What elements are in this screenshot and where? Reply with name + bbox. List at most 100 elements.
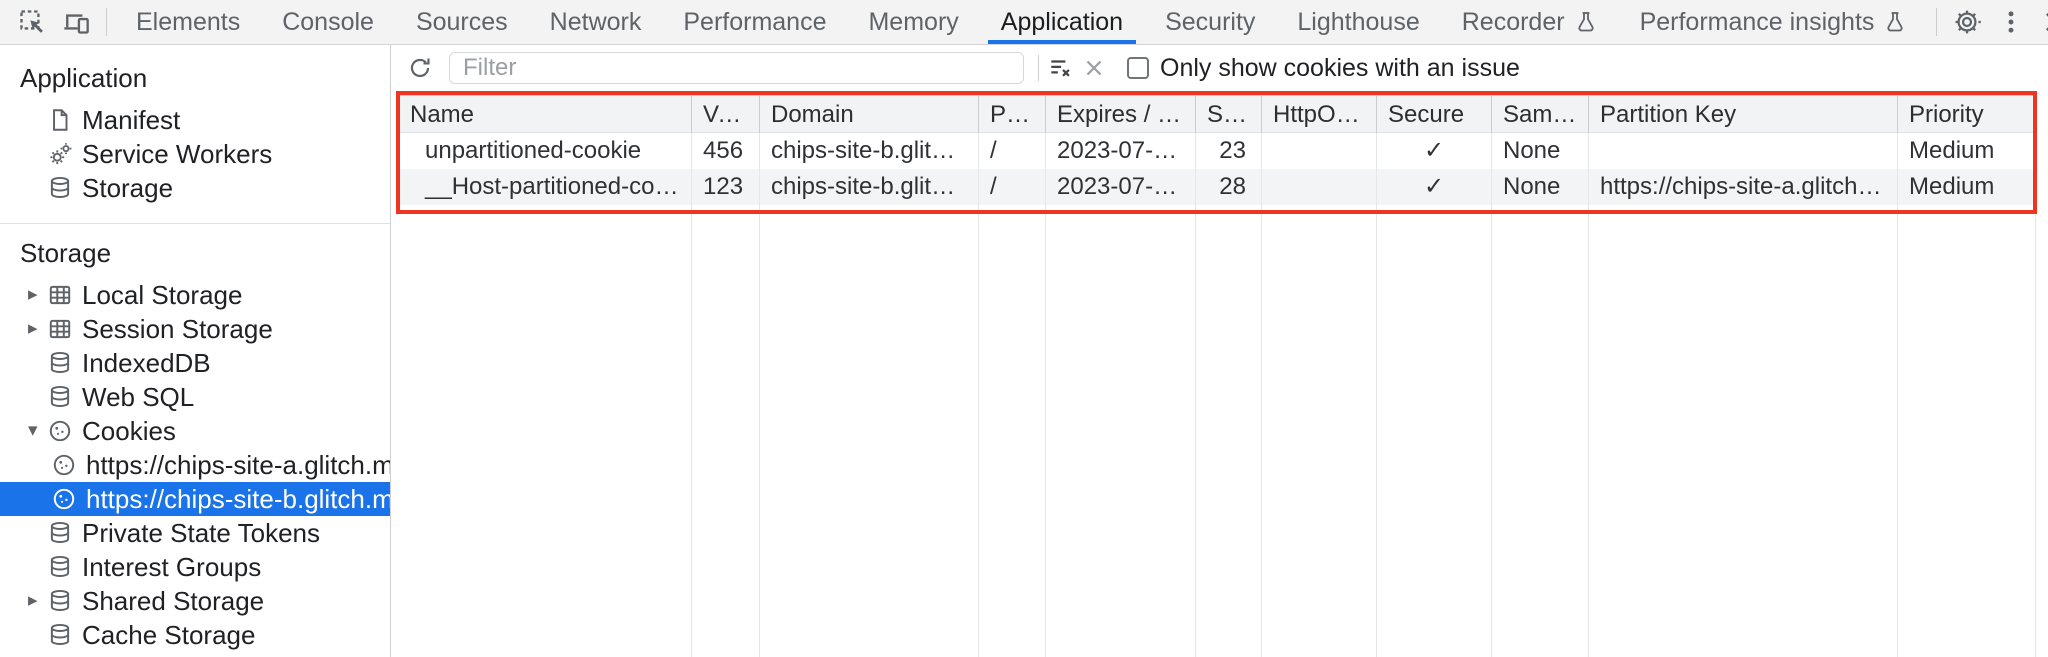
cell-value: 456 bbox=[692, 133, 760, 169]
tab-lighthouse[interactable]: Lighthouse bbox=[1297, 7, 1420, 36]
sidebar-item-label: Session Storage bbox=[82, 313, 273, 344]
sidebar-item-session-storage[interactable]: ▸ Session Storage bbox=[0, 312, 390, 346]
cell-size: 23 bbox=[1196, 133, 1262, 169]
tab-console[interactable]: Console bbox=[282, 7, 374, 36]
sidebar-item-indexeddb[interactable]: IndexedDB bbox=[0, 346, 390, 380]
tabbar-right-controls bbox=[1928, 0, 2048, 44]
cell-samesite: None bbox=[1492, 133, 1589, 169]
tab-application[interactable]: Application bbox=[980, 0, 1144, 44]
column-header-name[interactable]: Name bbox=[399, 95, 692, 133]
table-icon bbox=[47, 282, 73, 308]
sidebar-item-label: Shared Storage bbox=[82, 585, 265, 616]
filter-input[interactable] bbox=[449, 52, 1024, 84]
sidebar-item-label: Cache Storage bbox=[82, 619, 256, 650]
tab-elements[interactable]: Elements bbox=[136, 7, 241, 36]
only-issues-checkbox[interactable] bbox=[1127, 57, 1149, 79]
sidebar-item-label: https://chips-site-a.glitch.me bbox=[86, 449, 390, 480]
empty-cell bbox=[399, 205, 692, 657]
column-header-domain[interactable]: Domain bbox=[760, 95, 979, 133]
sidebar-item-label: Service Workers bbox=[82, 138, 273, 169]
sidebar-item-manifest[interactable]: Manifest bbox=[0, 103, 390, 137]
empty-cell bbox=[760, 205, 979, 657]
cell-expires: 2023-07-07... bbox=[1046, 169, 1196, 205]
cell-priority: Medium bbox=[1898, 169, 2036, 205]
table-icon bbox=[47, 316, 73, 342]
cell-partition-key bbox=[1589, 133, 1898, 169]
refresh-button[interactable] bbox=[403, 51, 437, 85]
gear-icon bbox=[1955, 10, 1982, 34]
column-header-size[interactable]: Size bbox=[1196, 95, 1262, 133]
empty-cell bbox=[1196, 205, 1262, 657]
cookies-toolbar: Only show cookies with an issue bbox=[391, 45, 2048, 91]
sidebar-item-label: Web SQL bbox=[82, 381, 195, 412]
clear-search-button[interactable] bbox=[1077, 51, 1111, 85]
cookies-pane: Only show cookies with an issue Name Val… bbox=[391, 45, 2048, 657]
sidebar-item-shared-storage[interactable]: ▸ Shared Storage bbox=[0, 584, 390, 618]
column-header-samesite[interactable]: SameSite bbox=[1492, 95, 1589, 133]
chevron-right-icon[interactable]: ▸ bbox=[28, 284, 38, 305]
sidebar-item-web-sql[interactable]: Web SQL bbox=[0, 380, 390, 414]
close-devtools-button[interactable] bbox=[2033, 0, 2048, 44]
sidebar-item-cookies-chips-site-a[interactable]: https://chips-site-a.glitch.me bbox=[0, 448, 390, 482]
sidebar-item-service-workers[interactable]: Service Workers bbox=[0, 137, 390, 171]
tab-performance[interactable]: Performance bbox=[683, 7, 827, 36]
column-header-secure[interactable]: Secure bbox=[1377, 95, 1492, 133]
clear-filter-button[interactable] bbox=[1043, 51, 1077, 85]
sidebar-item-storage[interactable]: Storage bbox=[0, 171, 390, 205]
chevron-down-icon[interactable]: ▾ bbox=[28, 420, 38, 441]
tab-performance-insights[interactable]: Performance insights bbox=[1619, 0, 1929, 44]
inspect-cursor-icon bbox=[20, 10, 43, 33]
sidebar-item-label: Manifest bbox=[82, 104, 181, 135]
device-toolbar-button[interactable] bbox=[54, 0, 98, 44]
cookie-table: Name Value Domain Path Expires / M... Si… bbox=[399, 95, 2036, 657]
column-header-value[interactable]: Value bbox=[692, 95, 760, 133]
database-icon bbox=[47, 175, 73, 201]
toolbar-divider bbox=[1936, 8, 1938, 36]
toolbar-divider bbox=[1038, 55, 1039, 81]
sidebar-item-cookies[interactable]: ▾ Cookies bbox=[0, 414, 390, 448]
cell-partition-key: https://chips-site-a.glitch.me bbox=[1589, 169, 1898, 205]
inspect-element-button[interactable] bbox=[10, 0, 54, 44]
chevron-right-icon[interactable]: ▸ bbox=[28, 318, 38, 339]
empty-cell bbox=[692, 205, 760, 657]
more-options-button[interactable] bbox=[1989, 0, 2033, 44]
database-icon bbox=[47, 554, 73, 580]
database-icon bbox=[47, 520, 73, 546]
column-header-partition-key[interactable]: Partition Key bbox=[1589, 95, 1898, 133]
empty-cell bbox=[1046, 205, 1196, 657]
cell-size: 28 bbox=[1196, 169, 1262, 205]
sidebar-item-label: Cookies bbox=[82, 415, 176, 446]
sidebar-item-interest-groups[interactable]: Interest Groups bbox=[0, 550, 390, 584]
table-row[interactable]: __Host-partitioned-cookie 123 chips-site… bbox=[399, 169, 2036, 205]
sidebar-item-local-storage[interactable]: ▸ Local Storage bbox=[0, 278, 390, 312]
sidebar-item-cookies-chips-site-b[interactable]: https://chips-site-b.glitch.me bbox=[0, 482, 390, 516]
device-toolbar-icon bbox=[64, 14, 89, 34]
tab-security[interactable]: Security bbox=[1165, 7, 1256, 36]
only-issues-label: Only show cookies with an issue bbox=[1160, 53, 1520, 82]
sidebar-section-application: Application bbox=[20, 63, 148, 93]
empty-cell bbox=[1898, 205, 2036, 657]
toolbar-divider bbox=[106, 8, 107, 36]
tab-network[interactable]: Network bbox=[549, 7, 642, 36]
empty-cell bbox=[1589, 205, 1898, 657]
settings-button[interactable] bbox=[1945, 0, 1989, 44]
cell-domain: chips-site-b.glitch.me bbox=[760, 169, 979, 205]
chevron-right-icon[interactable]: ▸ bbox=[28, 590, 38, 611]
column-header-priority[interactable]: Priority bbox=[1898, 95, 2036, 133]
tab-memory[interactable]: Memory bbox=[868, 7, 959, 36]
tab-sources[interactable]: Sources bbox=[415, 7, 508, 36]
column-header-httponly[interactable]: HttpOnly bbox=[1262, 95, 1377, 133]
devtools-tab-bar: Elements Console Sources Network Perform… bbox=[0, 0, 2048, 45]
sidebar-divider bbox=[0, 223, 390, 224]
tab-label: Performance insights bbox=[1639, 7, 1875, 36]
sidebar-item-private-state-tokens[interactable]: Private State Tokens bbox=[0, 516, 390, 550]
experiment-flask-icon bbox=[1578, 12, 1594, 32]
column-header-path[interactable]: Path bbox=[979, 95, 1046, 133]
tab-label: Recorder bbox=[1461, 7, 1565, 36]
tab-recorder[interactable]: Recorder bbox=[1441, 0, 1619, 44]
table-row[interactable]: unpartitioned-cookie 456 chips-site-b.gl… bbox=[399, 133, 2036, 169]
sidebar-item-cache-storage[interactable]: Cache Storage bbox=[0, 618, 390, 652]
service-workers-gears-icon bbox=[47, 141, 73, 167]
column-header-expires[interactable]: Expires / M... bbox=[1046, 95, 1196, 133]
empty-cell bbox=[1377, 205, 1492, 657]
